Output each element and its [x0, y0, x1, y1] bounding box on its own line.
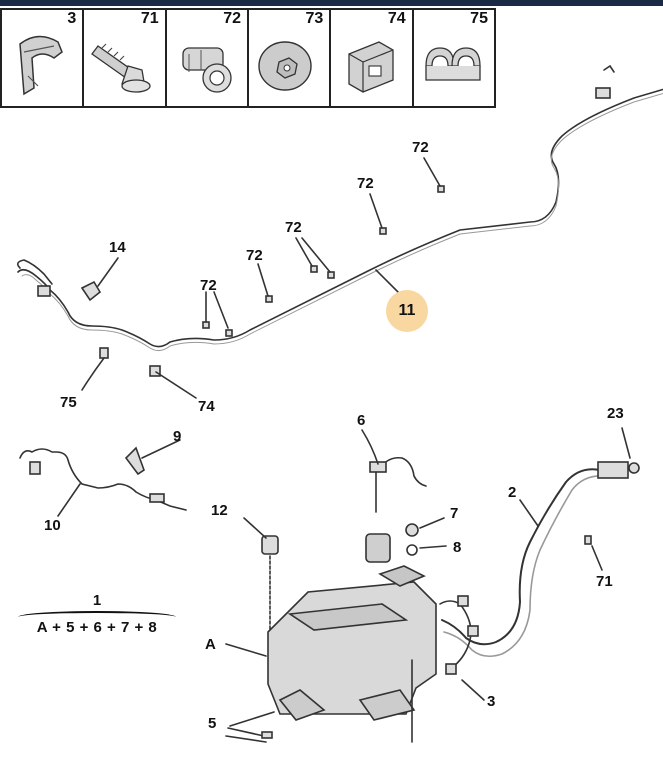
- legend-cell-74: 74: [331, 10, 414, 106]
- nut-7: [405, 523, 419, 537]
- pipe-2: [441, 468, 601, 646]
- screw-71: [584, 535, 592, 545]
- formula-number: 1: [92, 592, 102, 609]
- callout-74: 74: [198, 398, 215, 415]
- callout-12: 12: [211, 502, 228, 519]
- screw-icon: [91, 43, 151, 93]
- pipe-2-inner: [443, 474, 607, 658]
- callout-71: 71: [596, 573, 613, 590]
- cap-12: [261, 535, 279, 555]
- legend-cell-71: 71: [84, 10, 167, 106]
- legend-cell-72: 72: [167, 10, 249, 106]
- legend-cell-3: 3: [2, 10, 85, 106]
- clip-72: [310, 265, 318, 273]
- tank-A: [267, 533, 437, 721]
- callout-10: 10: [44, 517, 61, 534]
- clip-72: [265, 295, 273, 303]
- clip-icon: [19, 35, 63, 96]
- callout-8: 8: [453, 539, 461, 556]
- formula-expression: A + 5 + 6 + 7 + 8: [36, 619, 158, 636]
- double-clip-icon: [424, 47, 481, 81]
- clip-3b: [467, 625, 479, 637]
- clip-72: [327, 271, 335, 279]
- pipe-11: [17, 88, 663, 348]
- washer-nut-icon: [258, 41, 312, 91]
- callout-14: 14: [109, 239, 126, 256]
- legend-cell-75: 75: [414, 10, 494, 106]
- legend-number: 71: [140, 10, 159, 27]
- legend-cell-73: 73: [249, 10, 332, 106]
- filler-connector-23: [597, 461, 629, 479]
- callout-23: 23: [607, 405, 624, 422]
- pipe-clip-icon: [182, 47, 232, 93]
- callout-5: 5: [208, 715, 216, 732]
- washer-8: [406, 544, 418, 556]
- callout-3: 3: [487, 693, 495, 710]
- hose-3: [439, 600, 472, 667]
- callout-9: 9: [173, 428, 181, 445]
- legend-number: 73: [305, 10, 324, 27]
- callout-72: 72: [285, 219, 302, 236]
- pipe-11-inner: [21, 92, 663, 352]
- callout-2: 2: [508, 484, 516, 501]
- top-border: [0, 0, 663, 6]
- callout-11: 11: [398, 302, 416, 319]
- legend-number: 74: [387, 10, 406, 27]
- legend-number: 3: [67, 10, 77, 27]
- clip-72: [437, 185, 445, 193]
- callout-72: 72: [200, 277, 217, 294]
- bracket-icon: [348, 41, 394, 93]
- pipe-10-connector: [29, 461, 41, 475]
- clip-3a: [457, 595, 469, 607]
- clip-72: [379, 227, 387, 235]
- bracket-74: [149, 365, 161, 377]
- assembly-formula: 1 A + 5 + 6 + 7 + 8: [18, 592, 176, 636]
- pipe-11-left-connector: [37, 285, 51, 297]
- callout-72: 72: [357, 175, 374, 192]
- callout-A: A: [205, 636, 216, 653]
- callout-7: 7: [450, 505, 458, 522]
- callout-72: 72: [412, 139, 429, 156]
- callout-72: 72: [246, 247, 263, 264]
- formula-brace: [18, 611, 176, 617]
- pipe-11-end-connector: [595, 87, 611, 99]
- callout-11-highlight: 11: [386, 290, 428, 332]
- pipe-6: [377, 456, 427, 487]
- clip-72: [225, 329, 233, 337]
- clip-3c: [445, 663, 457, 675]
- bracket-9: [124, 446, 145, 476]
- parts-legend: 3 71 72 73 74: [0, 8, 496, 108]
- callout-6: 6: [357, 412, 365, 429]
- legend-number: 72: [223, 10, 241, 27]
- pipe-10-end: [149, 493, 165, 503]
- callout-75: 75: [60, 394, 77, 411]
- screw-5: [261, 731, 273, 739]
- bracket-14: [80, 280, 102, 302]
- clip-72: [202, 321, 210, 329]
- clip-75: [99, 347, 109, 359]
- legend-number: 75: [470, 10, 488, 27]
